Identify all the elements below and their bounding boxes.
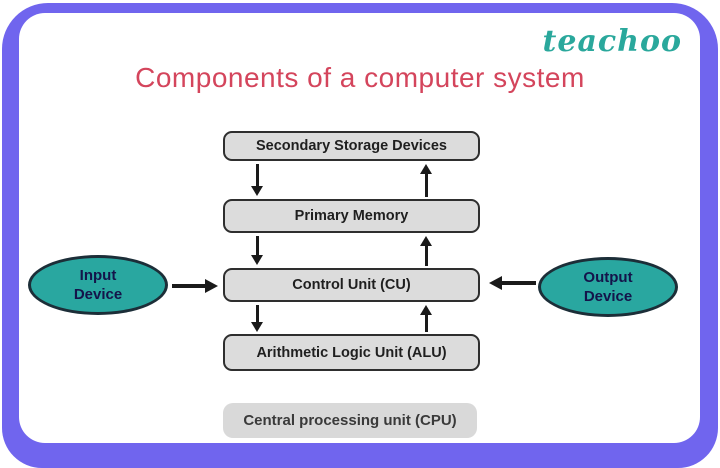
box-primary-memory: Primary Memory xyxy=(223,199,480,233)
ellipse-input-device: Input Device xyxy=(28,255,168,315)
input-device-label-line2: Device xyxy=(73,286,123,303)
arrow-output-to-cu-line xyxy=(502,281,536,285)
arrow-ssd-to-pm-head-icon xyxy=(251,186,263,196)
arrow-pm-to-ssd-head-icon xyxy=(420,164,432,174)
arrow-alu-to-cu-head-icon xyxy=(420,305,432,315)
arrow-input-to-cu-line xyxy=(172,284,205,288)
arrow-pm-to-cu-line xyxy=(256,236,259,256)
arrow-alu-to-cu-line xyxy=(425,314,428,332)
teachoo-logo: teachoo xyxy=(542,24,682,59)
output-device-label-line1: Output xyxy=(583,269,633,286)
arrow-ssd-to-pm-line xyxy=(256,164,259,187)
arrow-output-to-cu-head-icon xyxy=(489,276,502,290)
arrow-cu-to-alu-line xyxy=(256,305,259,323)
arrow-pm-to-ssd-line xyxy=(425,173,428,197)
box-control-unit: Control Unit (CU) xyxy=(223,268,480,302)
output-device-label-line2: Device xyxy=(583,288,633,305)
ellipse-output-device: Output Device xyxy=(538,257,678,317)
arrow-input-to-cu-head-icon xyxy=(205,279,218,293)
label-central-processing-unit: Central processing unit (CPU) xyxy=(223,403,477,438)
input-device-label-line1: Input xyxy=(79,267,117,284)
arrow-pm-to-cu-head-icon xyxy=(251,255,263,265)
arrow-cu-to-pm-line xyxy=(425,245,428,266)
box-arithmetic-logic-unit: Arithmetic Logic Unit (ALU) xyxy=(223,334,480,371)
page-title: Components of a computer system xyxy=(135,62,585,93)
arrow-cu-to-pm-head-icon xyxy=(420,236,432,246)
arrow-cu-to-alu-head-icon xyxy=(251,322,263,332)
box-secondary-storage-devices: Secondary Storage Devices xyxy=(223,131,480,161)
